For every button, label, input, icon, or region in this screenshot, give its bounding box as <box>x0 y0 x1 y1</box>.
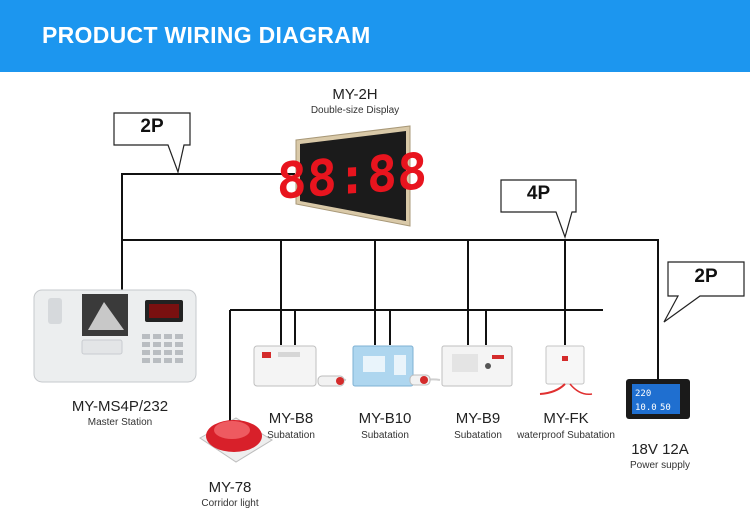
b10-model-label: MY-B10 <box>358 410 412 427</box>
b8-device-image <box>253 345 347 387</box>
light-model-label: MY-78 <box>208 479 252 496</box>
callout-2p-top-label: 2P <box>140 116 164 137</box>
b8-model-label: MY-B8 <box>268 410 314 427</box>
page-title: PRODUCT WIRING DIAGRAM <box>42 22 371 48</box>
master-model-label: MY-MS4P/232 <box>71 398 169 415</box>
power-model-label: 18V 12A <box>631 441 689 458</box>
display-digits: 88:88 <box>277 142 427 210</box>
header-banner: PRODUCT WIRING DIAGRAM <box>0 0 750 72</box>
master-description-label: Master Station <box>87 417 153 428</box>
fk-description-label: waterproof Subatation <box>517 430 615 441</box>
master-station-image <box>33 289 197 383</box>
wires <box>121 173 659 422</box>
power-description-label: Power supply <box>629 460 691 471</box>
wire-master-display <box>121 173 295 290</box>
b9-description-label: Subatation <box>454 430 502 441</box>
callout-4p-label: 4P <box>526 183 551 204</box>
display-model-label: MY-2H <box>332 86 378 103</box>
b9-device-image <box>441 345 513 387</box>
wire-4p-bus <box>122 239 659 380</box>
callout-2p-right <box>663 261 745 323</box>
fk-model-label: MY-FK <box>543 410 589 427</box>
light-description-label: Corridor light <box>201 498 259 509</box>
corridor-light-image <box>199 417 273 463</box>
callout-2p-top <box>113 112 191 175</box>
b10-description-label: Subatation <box>361 430 409 441</box>
power-supply-image: 220 10.0 50 <box>626 379 690 419</box>
callout-4p <box>500 179 577 239</box>
fk-device-image <box>539 345 593 396</box>
display-description-label: Double-size Display <box>310 105 400 116</box>
svg-text:50: 50 <box>660 403 671 413</box>
display-device-image: 88:88 <box>277 125 427 227</box>
svg-text:10.0: 10.0 <box>635 403 657 413</box>
svg-text:220: 220 <box>635 389 651 399</box>
b9-model-label: MY-B9 <box>455 410 501 427</box>
callout-2p-right-label: 2P <box>694 266 718 287</box>
b8-description-label: Subatation <box>267 430 315 441</box>
b10-device-image <box>352 345 441 387</box>
